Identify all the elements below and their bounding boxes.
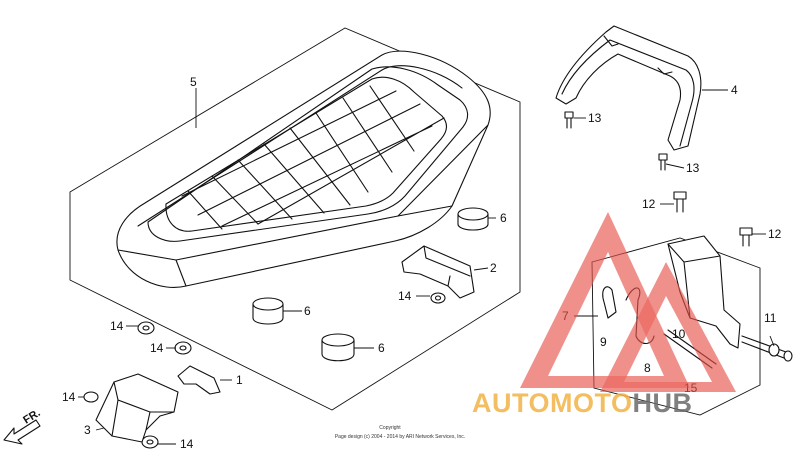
watermark-logo: AUTOMOTOHUB: [472, 212, 736, 418]
callout-14d: 14: [62, 390, 76, 404]
direction-label: FR.: [21, 407, 42, 427]
callout-4: 4: [731, 83, 738, 97]
nut-14-left-middle[interactable]: [174, 341, 192, 355]
callout-14a: 14: [398, 289, 412, 303]
watermark-triangle-large: [520, 212, 690, 388]
watermark-text-automoto: AUTOMOTO: [472, 388, 633, 418]
callout-8: 8: [644, 361, 651, 375]
watermark-text-hub: HUB: [633, 388, 693, 418]
cushion-6-middle[interactable]: [252, 297, 284, 325]
callout-9: 9: [600, 335, 607, 349]
callout-14b: 14: [110, 319, 124, 333]
svg-text:AUTOMOTOHUB: AUTOMOTOHUB: [472, 388, 693, 418]
bolt-12-right[interactable]: [739, 227, 753, 247]
copyright-line-2: Page design (c) 2004 - 2014 by ARI Netwo…: [335, 434, 465, 440]
callout-6b: 6: [304, 304, 311, 318]
callout-10: 10: [672, 327, 686, 341]
callout-13b: 13: [686, 161, 700, 175]
cushion-6-upper[interactable]: [457, 207, 489, 231]
leader-lines: [78, 88, 775, 445]
bolt-13-lower[interactable]: [658, 153, 668, 171]
callout-11: 11: [764, 311, 777, 325]
callout-5: 5: [190, 75, 197, 89]
small-plate-part[interactable]: [177, 365, 221, 395]
callout-14c: 14: [150, 341, 164, 355]
nut-14-bottom[interactable]: [141, 435, 159, 449]
nut-14-left-upper[interactable]: [137, 321, 155, 335]
bolt-11-part[interactable]: [741, 335, 793, 362]
seat-part[interactable]: [116, 50, 491, 288]
grab-rail-part[interactable]: [555, 25, 702, 151]
bolt-12-upper[interactable]: [673, 191, 687, 213]
seat-group-frame: [69, 27, 521, 411]
cushion-6-lower[interactable]: [321, 333, 355, 362]
copyright-line-1: Copyright: [379, 425, 401, 431]
callout-6c: 6: [378, 341, 385, 355]
callout-labels: 5 4 13 13 12 12 6 2 6 6 14 14 14 1 14 3 …: [62, 75, 782, 451]
callout-12a: 12: [642, 197, 656, 211]
callout-12b: 12: [768, 227, 782, 241]
washer-14-left-lower[interactable]: [83, 391, 99, 403]
front-direction-arrow: FR.: [3, 407, 43, 445]
callout-1: 1: [236, 373, 243, 387]
nut-14-center[interactable]: [430, 292, 446, 304]
hinge-part[interactable]: [95, 373, 179, 443]
callout-6a: 6: [500, 211, 507, 225]
callout-2: 2: [490, 261, 497, 275]
callout-13a: 13: [588, 111, 602, 125]
callout-3: 3: [84, 423, 91, 437]
callout-14e: 14: [180, 437, 194, 451]
watermark-triangle-small: [600, 262, 736, 392]
bolt-13-upper[interactable]: [564, 111, 574, 129]
seat-bracket-part[interactable]: [401, 245, 475, 299]
